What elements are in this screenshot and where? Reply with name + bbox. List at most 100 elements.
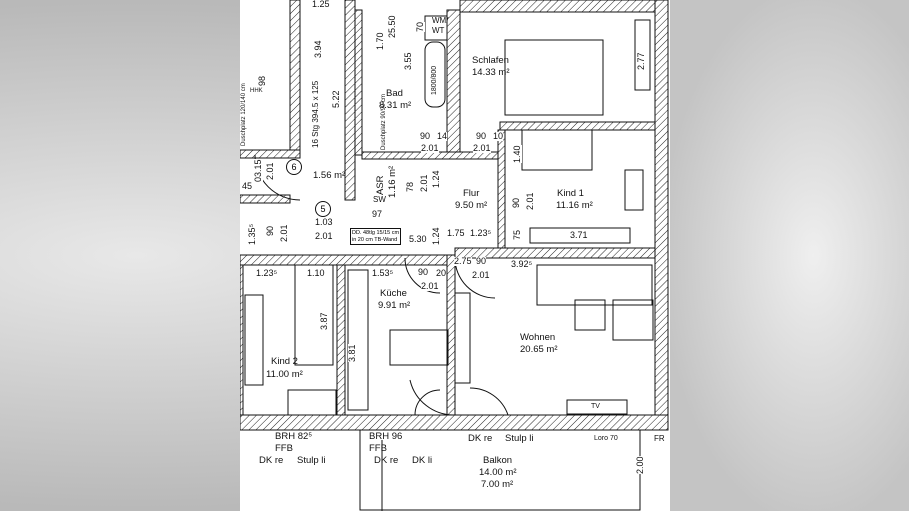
room-area-kind2: 11.00 m² <box>266 369 303 380</box>
dimension: 2.01 <box>472 270 490 280</box>
hhk-label: HHK <box>250 88 263 94</box>
room-area-wohnen: 20.65 m² <box>520 344 558 355</box>
dimension: 1.40 <box>512 145 522 163</box>
balcony <box>359 429 641 511</box>
dimension: 2.01 <box>421 143 439 153</box>
window-wohnen-right: Stulp li <box>505 433 534 444</box>
dimension: 90 <box>420 131 431 141</box>
door-note-line1: DD. 48tlg 15/15 cm <box>352 230 400 236</box>
shower-1-label: Duschplatz 120/140 cm <box>241 83 247 146</box>
window-kind2-ffb: FFB <box>275 443 293 454</box>
dimension: 45 <box>242 181 253 191</box>
room-name-wohnen: Wohnen <box>520 332 556 343</box>
dimension: 2.01 <box>473 143 491 153</box>
dimension: 1.35⁵ <box>247 223 257 245</box>
shower-2-label: Duschplatz 90/90 cm <box>381 93 387 150</box>
dimension: 2.01 <box>421 281 439 291</box>
dimension: 1.24 <box>431 227 441 245</box>
background-right <box>670 0 909 511</box>
dimension: 90 <box>511 197 521 208</box>
room-area-balkon: 14.00 m² <box>479 467 517 478</box>
dimension: 10 <box>493 131 504 141</box>
floor-plan: Schlafen 14.33 m² Bad 8.31 m² Flur 9.50 … <box>240 0 670 511</box>
furniture <box>244 15 654 416</box>
dimension: 3.92⁵ <box>511 259 533 269</box>
dimension: 1.23⁵ <box>470 228 492 238</box>
dimension: 2.75 <box>454 256 472 266</box>
window-kind2-left: DK re <box>259 455 284 466</box>
dimension: 3.94 <box>313 40 323 58</box>
dimension: 90 <box>418 267 429 277</box>
dimension: 5.22 <box>331 90 341 108</box>
dryer-label: WT <box>432 26 445 35</box>
room-name-schlafen: Schlafen <box>472 55 509 66</box>
window-kueche-ffb: FFB <box>369 443 387 454</box>
tv-label: TV <box>591 403 600 410</box>
dimension: 1.23⁵ <box>256 268 278 278</box>
window-kind2-right: Stulp li <box>297 455 326 466</box>
dimension: 25.50 <box>387 15 397 38</box>
room-area-asr: 1.16 m² <box>387 165 398 198</box>
dimension: 1.75 <box>447 228 465 238</box>
marker-6: 6 <box>286 159 302 175</box>
loro-label: Loro 70 <box>594 435 618 442</box>
room-area-flur: 9.50 m² <box>455 200 488 211</box>
dimension: 78 <box>405 181 415 192</box>
window-kueche-left: DK re <box>374 455 399 466</box>
dimension: 14 <box>437 131 448 141</box>
dimension: 2.01 <box>525 192 535 210</box>
dimension: 2.00 <box>635 456 645 474</box>
window-kueche-brh: BRH 96 <box>369 431 403 442</box>
dimension: 90 <box>476 256 487 266</box>
washer-label: WM/ <box>432 16 449 25</box>
room-name-balkon: Balkon <box>483 455 513 466</box>
dimension: 75 <box>512 229 522 240</box>
dimension: 1.03 <box>315 217 333 227</box>
dimension: 3.81 <box>347 344 357 362</box>
dimension: 5.30 <box>409 234 427 244</box>
window-kind2-brh: BRH 82⁵ <box>275 431 313 442</box>
room-name-flur: Flur <box>463 188 480 199</box>
room-name-bad: Bad <box>386 88 403 99</box>
walls <box>240 0 669 431</box>
dimension: 70 <box>415 21 425 32</box>
dimension: 1.25 <box>312 0 330 9</box>
room-name-asr: ASR <box>375 175 386 195</box>
room-area-kind1: 11.16 m² <box>556 200 593 211</box>
dimension: 20 <box>436 268 447 278</box>
dimension: 90 <box>476 131 487 141</box>
bathtub-label: 1800/800 <box>431 65 438 95</box>
dimension: 03.15 <box>253 159 263 182</box>
dimension: 2.01 <box>279 224 289 242</box>
sw-label: SW <box>373 195 386 204</box>
dimension: 2.01 <box>315 231 333 241</box>
room-area-th: 1.56 m² <box>313 170 346 181</box>
dimension: 97 <box>372 209 383 219</box>
room-area-schlafen: 14.33 m² <box>472 67 510 78</box>
window-wohnen-left: DK re <box>468 433 493 444</box>
room-name-kueche: Küche <box>380 288 407 299</box>
dimension: 1.24 <box>431 170 441 188</box>
door-note-line2: in 20 cm TB-Wand <box>352 236 398 243</box>
room-area-kueche: 9.91 m² <box>378 300 411 311</box>
dimension: 1.10 <box>307 268 325 278</box>
room-area-bad: 8.31 m² <box>379 100 412 111</box>
dimension: 1.53⁵ <box>372 268 394 278</box>
dimension: 2.77 <box>636 52 646 70</box>
dimension: 2.01 <box>265 162 275 180</box>
dimension: 3.55 <box>403 52 413 70</box>
room-name-kind1: Kind 1 <box>557 188 584 199</box>
room-area-balkon-half: 7.00 m² <box>481 479 514 490</box>
fr-label: FR <box>654 434 665 443</box>
dimension: 2.01 <box>419 174 429 192</box>
room-name-kind2: Kind 2 <box>271 356 298 367</box>
stairs-label: 16 Stg 394.5 x 125 <box>311 80 320 148</box>
dimension: 3.87 <box>319 312 329 330</box>
window-kueche-right: DK li <box>412 455 433 466</box>
door-note: DD. 48tlg 15/15 cm in 20 cm TB-Wand <box>350 228 402 246</box>
marker-5: 5 <box>315 201 331 217</box>
dimension: 1.70 <box>375 32 385 50</box>
dimension: 3.71 <box>570 230 588 240</box>
dimension: 98 <box>257 75 267 86</box>
floor-plan-drawing <box>240 0 669 511</box>
